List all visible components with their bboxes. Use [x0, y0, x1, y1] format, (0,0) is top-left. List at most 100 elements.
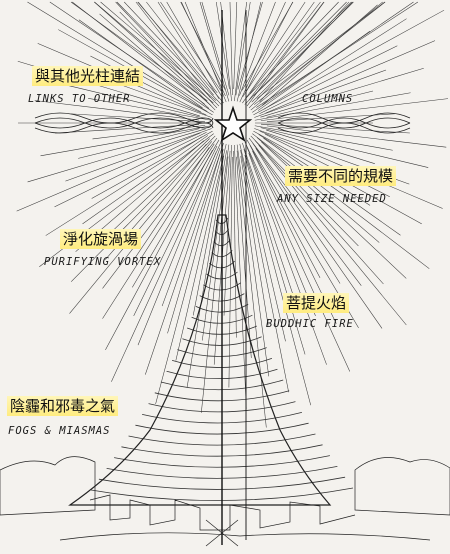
light-ray [265, 40, 436, 114]
light-ray [100, 1, 217, 101]
light-ray [261, 4, 378, 106]
light-ray [241, 1, 294, 91]
light-ray [240, 149, 289, 393]
light-ray [180, 1, 226, 91]
light-ray [102, 143, 215, 319]
light-ray [236, 150, 267, 428]
light-ray [246, 1, 325, 107]
light-ray [260, 127, 429, 168]
light-ray [27, 128, 206, 183]
light-ray [146, 1, 218, 94]
link-braid-right [277, 112, 411, 134]
links-english-label-left: LINKS TO OTHER [28, 93, 131, 105]
light-ray [266, 129, 375, 164]
light-ray [248, 137, 362, 286]
vortex-chinese-label: 淨化旋渦場 [60, 229, 142, 249]
light-ray [254, 92, 411, 121]
light-ray [145, 142, 224, 375]
light-ray [166, 1, 223, 98]
light-ray [249, 145, 321, 278]
light-ray [266, 90, 374, 118]
light-ray [160, 1, 222, 92]
light-ray [133, 145, 218, 317]
light-ray [248, 1, 353, 109]
light-ray [49, 1, 214, 113]
light-ray [255, 148, 341, 284]
light-ray [70, 1, 208, 102]
light-ray [105, 149, 213, 351]
light-ray [261, 141, 407, 279]
light-ray [236, 1, 262, 102]
light-ray [229, 1, 233, 96]
light-ray [137, 152, 217, 346]
light-ray [260, 98, 449, 121]
light-ray [175, 143, 227, 361]
light-ray [236, 156, 252, 358]
light-ray [244, 154, 311, 406]
light-ray [245, 1, 293, 92]
light-ray [244, 141, 351, 372]
light-ray [102, 137, 218, 289]
light-ray [111, 141, 222, 382]
light-ray [192, 155, 225, 316]
light-ray [250, 135, 359, 247]
light-ray [69, 141, 213, 314]
size-english-label: ANY SIZE NEEDED [277, 193, 387, 205]
light-ray [201, 144, 230, 341]
light-ray [248, 153, 327, 365]
light-ray [186, 150, 227, 388]
fire-english-label: BUDDHIC FIRE [266, 318, 354, 330]
light-ray [135, 1, 211, 98]
light-ray [94, 1, 214, 104]
vortex-english-label: PURIFYING VORTEX [44, 256, 162, 268]
light-ray [40, 125, 212, 157]
light-ray [259, 1, 350, 103]
light-ray [132, 139, 220, 288]
light-ray [184, 1, 227, 103]
light-ray [110, 138, 210, 234]
light-ray [201, 156, 229, 413]
light-ray [252, 133, 430, 269]
light-ray [258, 145, 407, 326]
light-ray [137, 1, 224, 104]
light-ray [99, 13, 210, 109]
light-ray [240, 156, 269, 326]
light-ray [133, 147, 210, 261]
light-ray [234, 144, 247, 409]
light-ray [242, 1, 306, 97]
light-ray [257, 30, 371, 111]
base-settlement [0, 456, 450, 547]
light-ray [157, 1, 220, 99]
light-ray [228, 156, 233, 388]
light-ray [246, 147, 316, 317]
light-ray [244, 1, 347, 105]
light-ray [242, 142, 297, 306]
light-ray [78, 128, 200, 159]
light-ray [78, 19, 203, 109]
light-ray [234, 1, 247, 102]
light-ray [71, 113, 206, 123]
fogs-english-label: FOGS & MIASMAS [8, 425, 111, 437]
light-ray [239, 143, 286, 342]
light-ray [249, 1, 321, 94]
size-chinese-label: 需要不同的規模 [285, 166, 397, 186]
light-ray [82, 135, 209, 225]
light-ray [155, 149, 224, 404]
light-ray [263, 137, 401, 236]
light-ray [253, 9, 445, 116]
star-icon [213, 105, 253, 142]
light-ray [239, 1, 276, 96]
light-ray [252, 142, 383, 329]
light-ray [71, 135, 216, 282]
light-ray [119, 11, 216, 111]
light-ray [263, 18, 407, 110]
links-english-label-right: COLUMNS [302, 93, 354, 105]
light-ray [233, 150, 237, 338]
light-ray [264, 133, 390, 197]
light-ray [250, 1, 383, 111]
fire-chinese-label: 菩提火焰 [283, 293, 350, 313]
light-ray [161, 147, 221, 307]
light-ray [266, 125, 447, 148]
light-ray [233, 1, 238, 90]
light-ray [201, 1, 230, 96]
